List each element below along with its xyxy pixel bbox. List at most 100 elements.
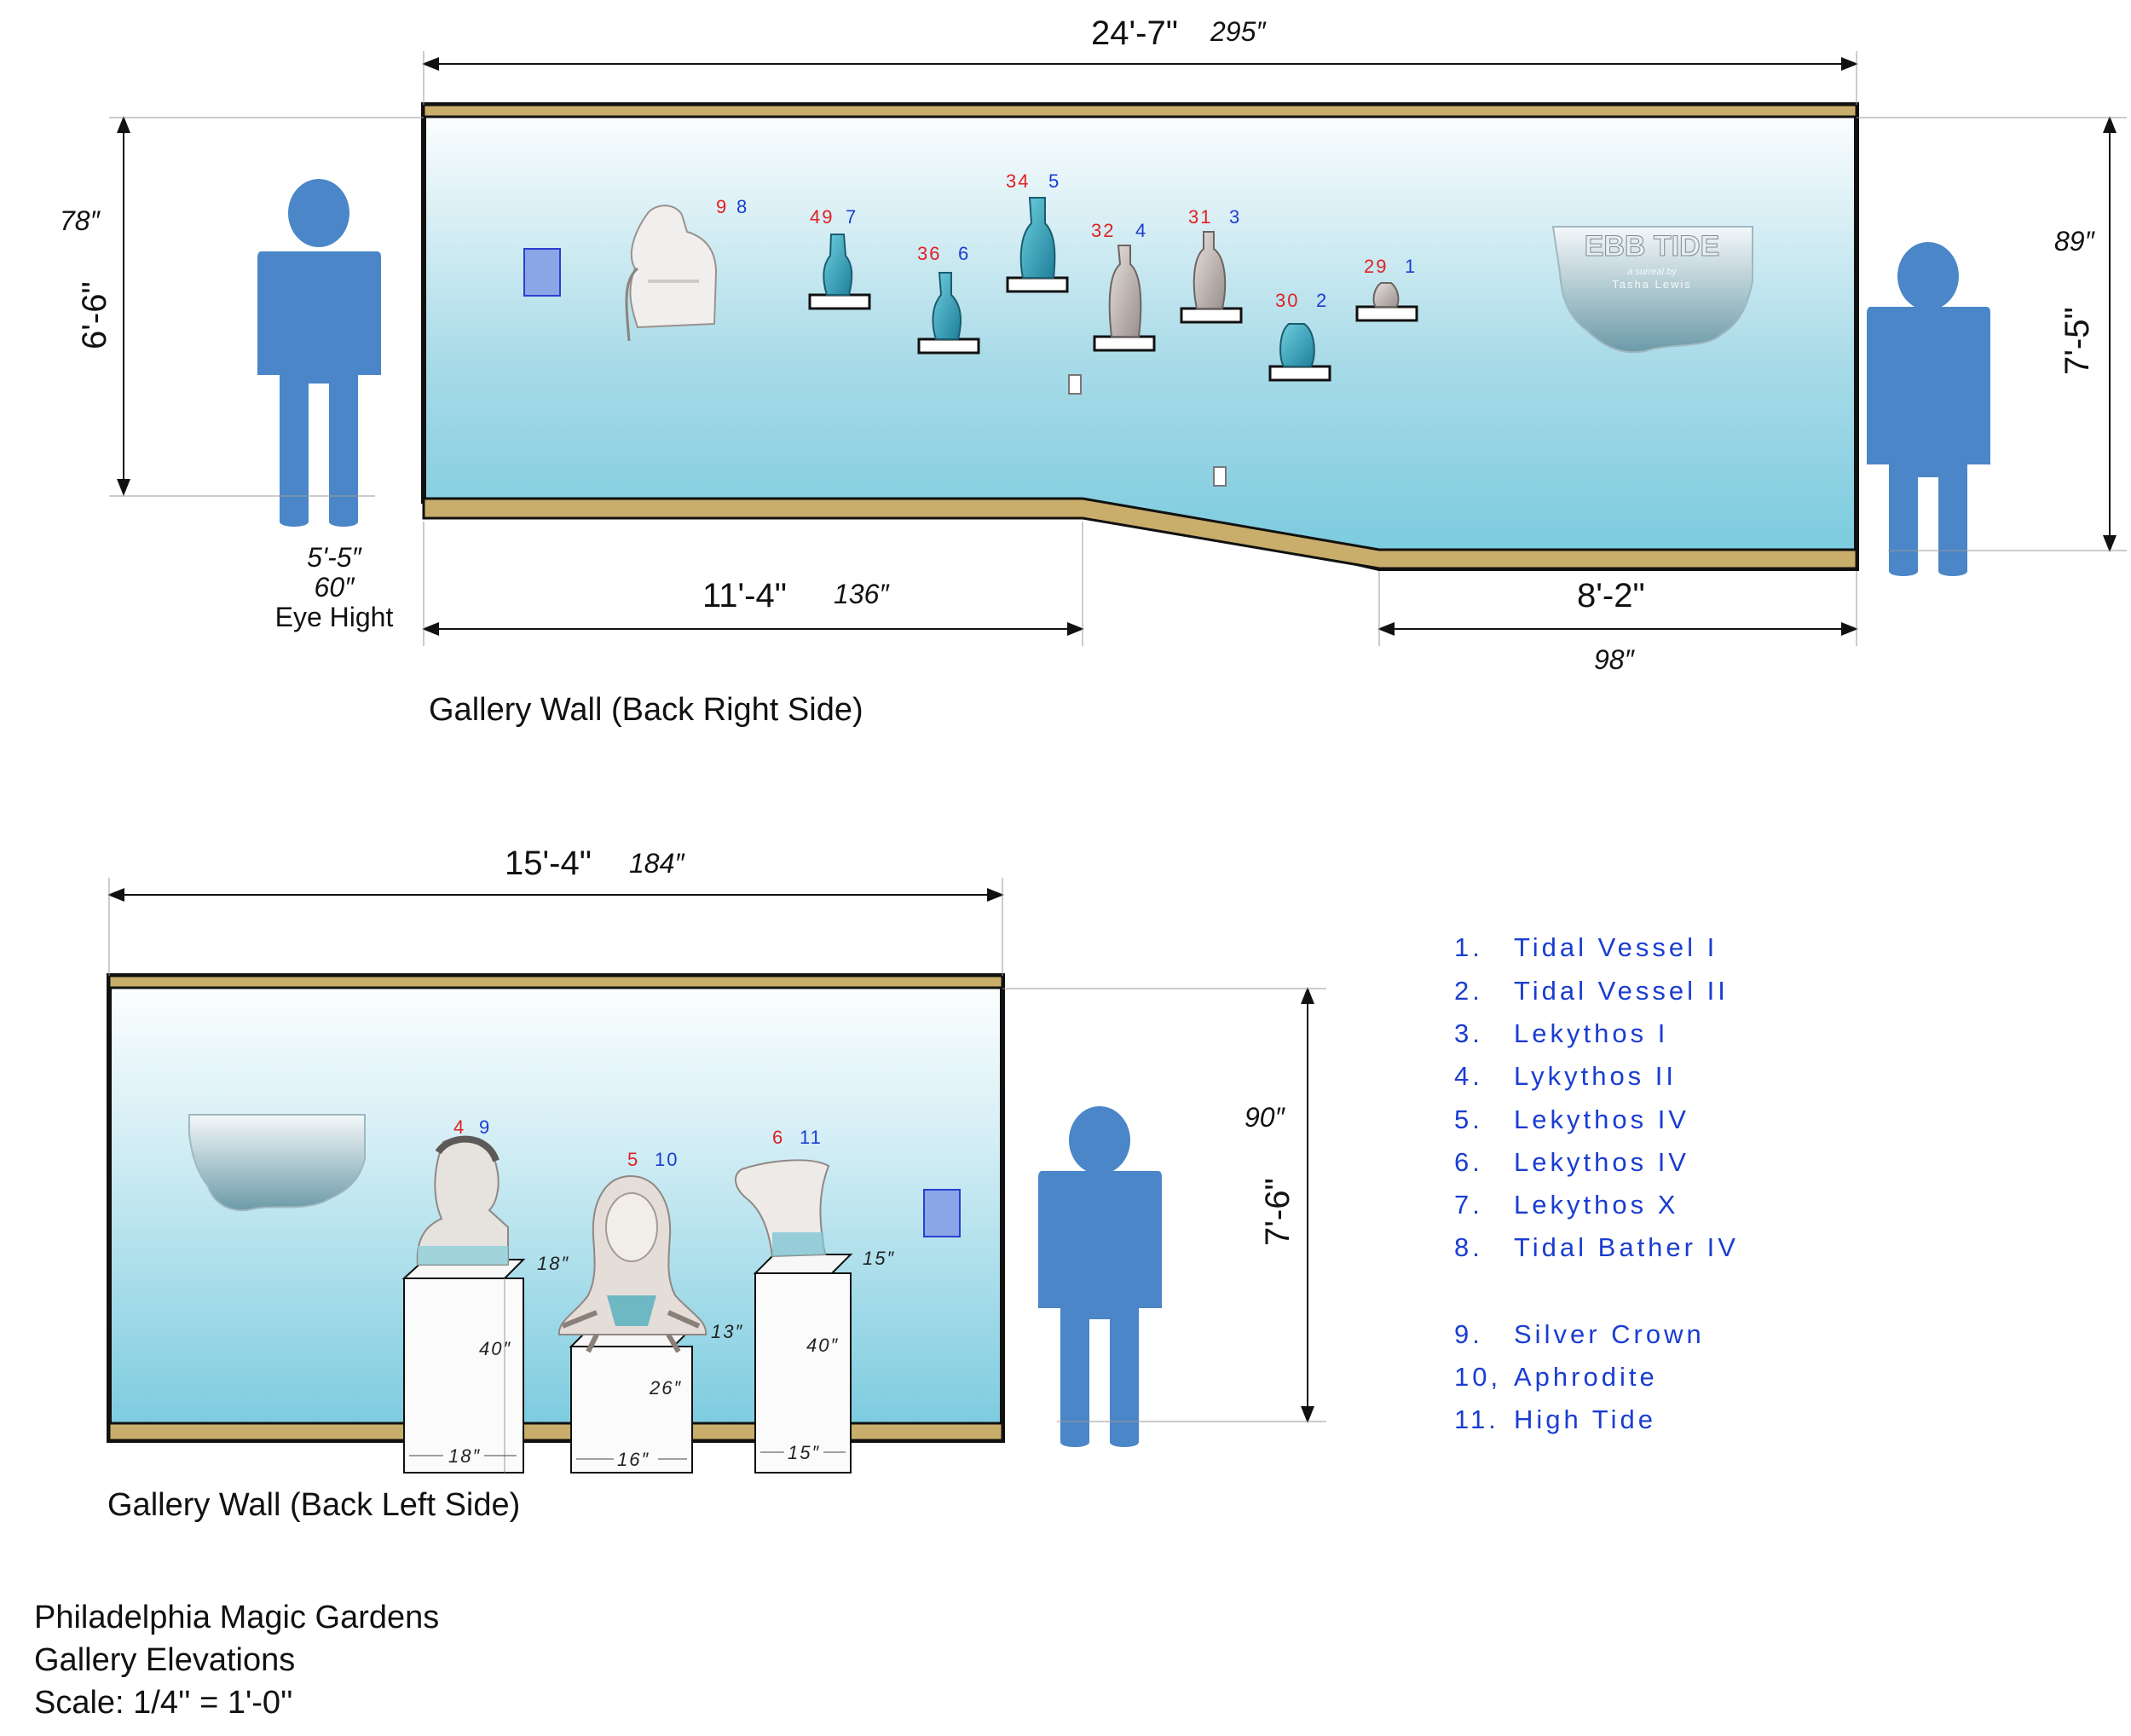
- item-label-1: 29 1: [1364, 256, 1417, 277]
- svg-text:6: 6: [958, 243, 970, 264]
- svg-text:15'-4": 15'-4": [505, 845, 592, 882]
- shelf-item-6: [917, 272, 980, 355]
- back-left-caption: Gallery Wall (Back Left Side): [107, 1487, 520, 1523]
- svg-text:49: 49: [810, 206, 834, 228]
- dimension-back-right-left-height: 78″ 6'-6": [60, 116, 424, 497]
- dimension-back-right-bottom-left: 11'-4" 136″: [422, 522, 1084, 646]
- svg-text:7'-6": 7'-6": [1259, 1178, 1297, 1246]
- shelf-item-4: [1093, 245, 1156, 352]
- svg-text:18″: 18″: [448, 1445, 481, 1467]
- svg-text:11'-4": 11'-4": [702, 577, 787, 614]
- title-block-line-3: Scale: 1/4'' = 1'-0'': [34, 1685, 293, 1721]
- svg-text:136″: 136″: [834, 579, 890, 609]
- svg-text:15″: 15″: [788, 1442, 820, 1463]
- pedestal-2-dims: 13″ 26″ 16″: [576, 1321, 742, 1470]
- placard-right: [923, 1189, 961, 1237]
- svg-text:Silver Crown: Silver Crown: [1514, 1319, 1705, 1349]
- pedestal-1: [401, 1259, 526, 1474]
- person-figure-right: [1867, 242, 1990, 576]
- svg-text:6.: 6.: [1454, 1147, 1483, 1177]
- legend-item-9: 9. Silver Crown: [1454, 1319, 1705, 1349]
- dimension-back-right-width: 24'-7" 295″: [422, 14, 1858, 105]
- back-left-top-trim: [107, 974, 1004, 989]
- item-label-10: 5 10: [627, 1149, 679, 1170]
- legend-item-5: 5. Lekythos IV: [1454, 1104, 1689, 1134]
- item-label-9: 4 9: [453, 1116, 489, 1138]
- svg-text:Lekythos IV: Lekythos IV: [1514, 1104, 1689, 1134]
- shelf-item-1: [1355, 282, 1418, 322]
- back-right-caption: Gallery Wall (Back Right Side): [429, 692, 863, 728]
- svg-text:90″: 90″: [1245, 1102, 1286, 1133]
- sign-subtitle: a surreal by: [1627, 267, 1678, 277]
- eye-height-note: 5'-5″ 60″ Eye Hight: [275, 542, 394, 632]
- svg-text:3.: 3.: [1454, 1018, 1483, 1048]
- svg-text:1: 1: [1405, 256, 1417, 277]
- dimension-back-right-bottom-right: 8'-2" 98″: [1377, 571, 1858, 675]
- svg-text:Eye Hight: Eye Hight: [275, 602, 394, 632]
- back-right-wall: 9 8 49 7 36 6 34 5 32 4 31 3 30 2 29 1: [60, 14, 2127, 728]
- svg-text:5: 5: [627, 1149, 639, 1170]
- svg-text:31: 31: [1188, 206, 1212, 228]
- svg-text:4: 4: [1135, 220, 1147, 241]
- svg-text:6: 6: [772, 1127, 784, 1148]
- dimension-back-left-width: 15'-4" 184″: [107, 845, 1004, 976]
- svg-text:16″: 16″: [617, 1449, 650, 1470]
- svg-text:Tidal Vessel II: Tidal Vessel II: [1514, 976, 1729, 1006]
- person-figure-left: [257, 179, 381, 527]
- svg-text:10,: 10,: [1454, 1362, 1501, 1392]
- svg-text:8'-2": 8'-2": [1577, 577, 1645, 614]
- tidal-bather-sculpture: [625, 205, 718, 342]
- back-left-wall: 4 9 5 10 6 11 18″ 40″ 18″ 13″ 26″ 16″ 15…: [107, 845, 1326, 1523]
- shelf-item-5: [1006, 197, 1069, 293]
- pedestal-3: [753, 1254, 853, 1474]
- svg-text:1.: 1.: [1454, 932, 1483, 962]
- svg-text:Lekythos X: Lekythos X: [1514, 1190, 1678, 1220]
- back-left-bottom-trim: [107, 1422, 1004, 1442]
- svg-text:295″: 295″: [1210, 16, 1267, 47]
- svg-text:10: 10: [655, 1149, 679, 1170]
- dimension-back-left-height: 90″ 7'-6": [1002, 987, 1326, 1423]
- outlet-1: [1068, 374, 1082, 395]
- back-right-bottom-trim: [422, 497, 1858, 570]
- dimension-back-right-right-height: 89″ 7'-5": [1857, 116, 2127, 552]
- svg-text:11.: 11.: [1454, 1404, 1499, 1434]
- legend-item-3: 3. Lekythos I: [1454, 1018, 1668, 1048]
- svg-text:Lekythos IV: Lekythos IV: [1514, 1147, 1689, 1177]
- legend-item-7: 7. Lekythos X: [1454, 1190, 1678, 1220]
- svg-text:15″: 15″: [863, 1248, 895, 1269]
- svg-text:2.: 2.: [1454, 976, 1483, 1006]
- silver-crown-bust: [416, 1135, 509, 1266]
- svg-text:Tidal Vessel I: Tidal Vessel I: [1514, 932, 1718, 962]
- sign-author: Tasha Lewis: [1612, 278, 1692, 291]
- svg-text:9: 9: [716, 196, 728, 217]
- item-label-8: 9 8: [716, 196, 747, 217]
- title-block-line-1: Philadelphia Magic Gardens: [34, 1600, 439, 1635]
- svg-text:2: 2: [1316, 290, 1328, 311]
- legend-item-10: 10, Aphrodite: [1454, 1362, 1655, 1392]
- aphrodite-bust: [557, 1174, 707, 1353]
- svg-text:30: 30: [1275, 290, 1299, 311]
- item-label-4: 32 4: [1091, 220, 1147, 241]
- svg-text:Lykythos II: Lykythos II: [1514, 1061, 1677, 1091]
- svg-text:89″: 89″: [2054, 226, 2096, 257]
- legend: 1. Tidal Vessel I 2. Tidal Vessel II 3. …: [1454, 932, 1735, 1434]
- legend-item-4: 4. Lykythos II: [1454, 1061, 1677, 1091]
- svg-text:3: 3: [1229, 206, 1241, 228]
- svg-text:6'-6": 6'-6": [76, 281, 113, 349]
- svg-text:11: 11: [800, 1127, 823, 1148]
- shelf-item-2: [1268, 323, 1331, 382]
- svg-text:7'-5": 7'-5": [2059, 307, 2096, 375]
- title-block: Philadelphia Magic Gardens Gallery Eleva…: [34, 1600, 439, 1721]
- legend-item-1: 1. Tidal Vessel I: [1454, 932, 1718, 962]
- svg-text:184″: 184″: [629, 848, 685, 879]
- svg-text:4.: 4.: [1454, 1061, 1483, 1091]
- sign-title: EBB TIDE: [1585, 230, 1720, 262]
- svg-text:78″: 78″: [60, 205, 101, 236]
- svg-text:7: 7: [846, 206, 858, 228]
- svg-text:36: 36: [917, 243, 941, 264]
- item-label-6: 36 6: [917, 243, 970, 264]
- svg-text:Lekythos I: Lekythos I: [1514, 1018, 1668, 1048]
- high-tide-sculpture: [735, 1159, 830, 1258]
- item-label-7: 49 7: [810, 206, 858, 228]
- svg-text:32: 32: [1091, 220, 1115, 241]
